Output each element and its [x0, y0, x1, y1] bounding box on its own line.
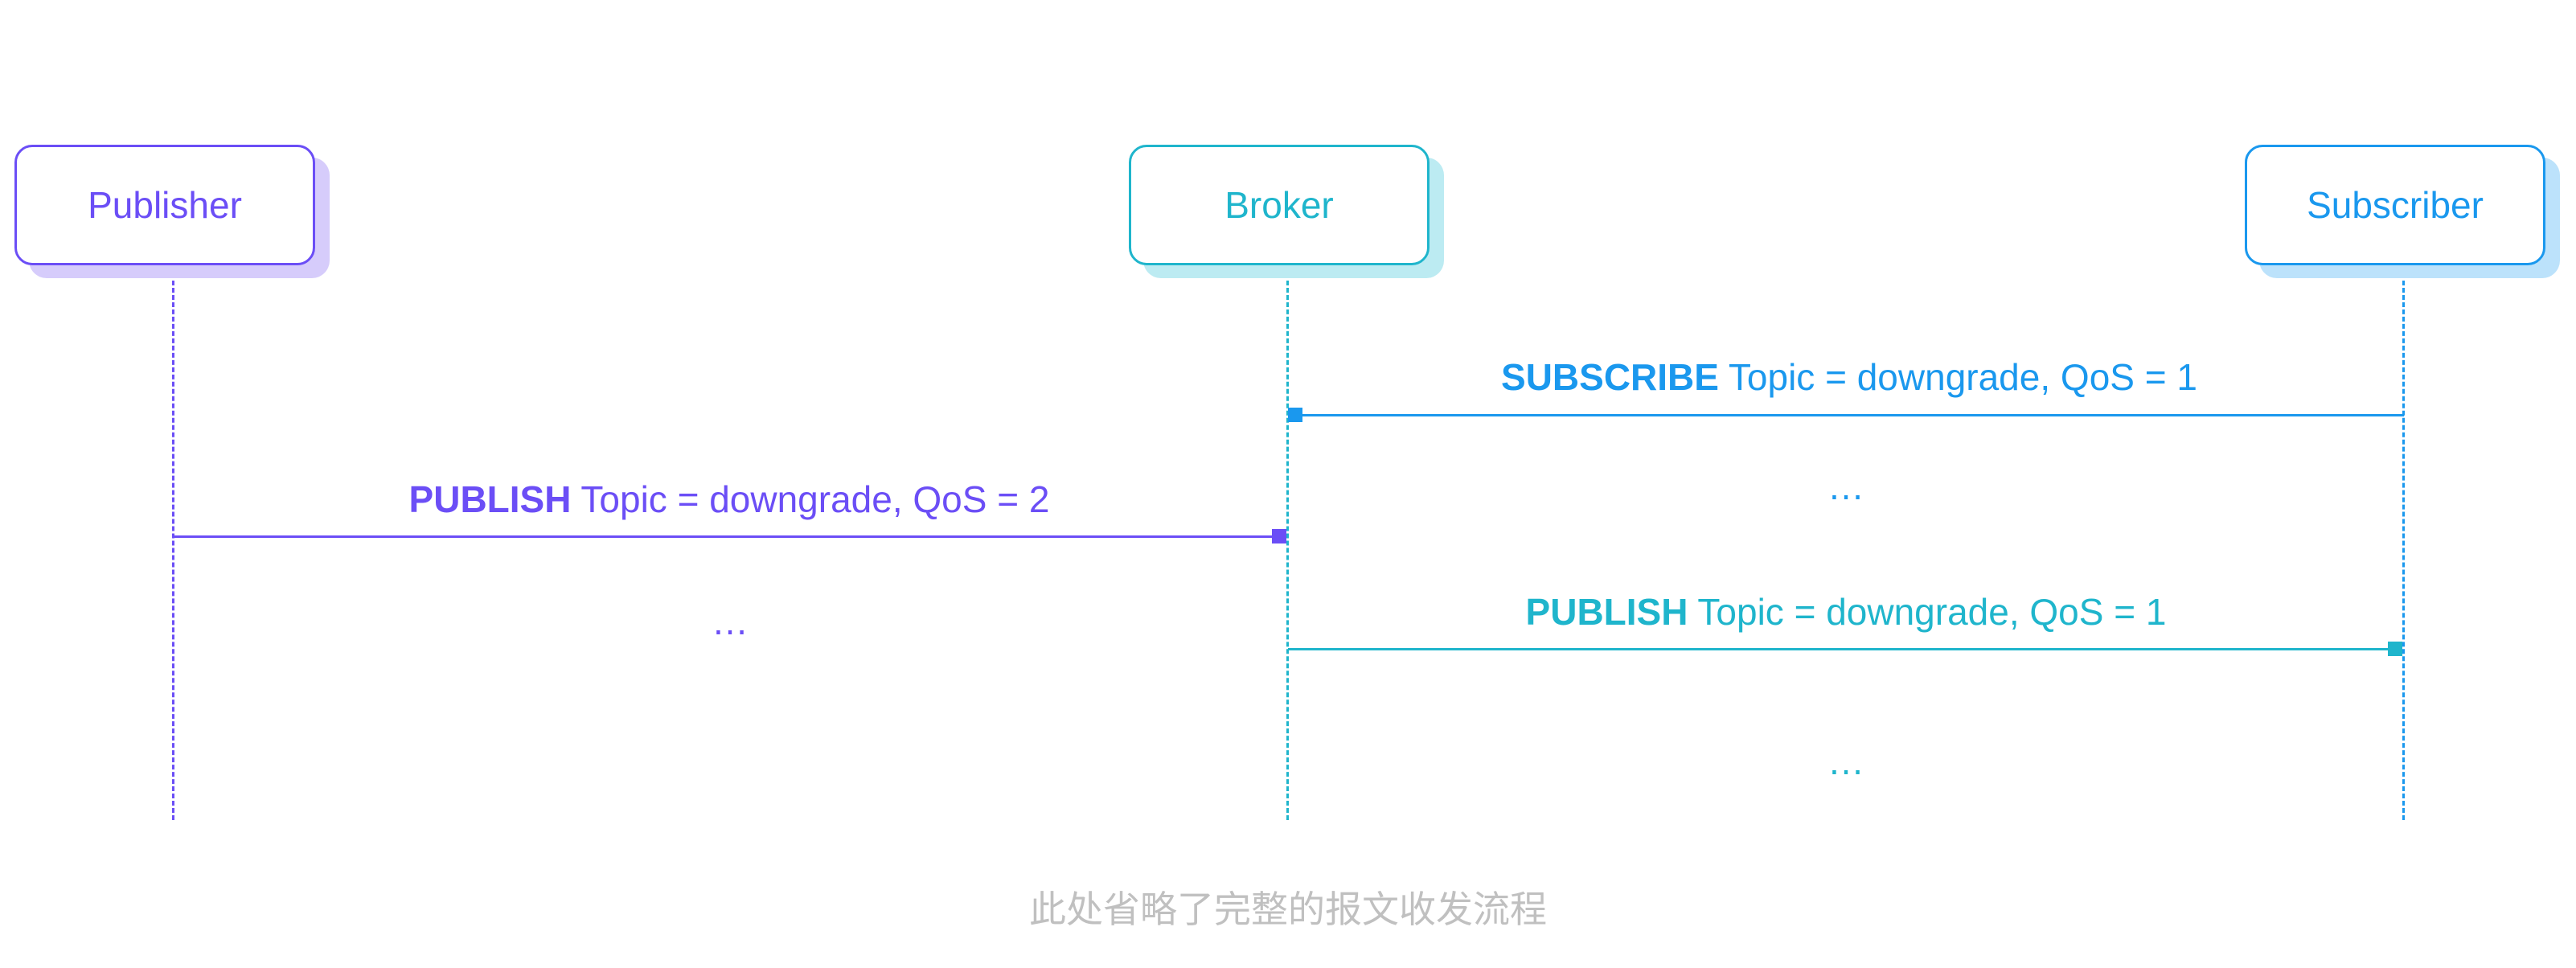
publish-out-params: Topic = downgrade, QoS = 1: [1688, 591, 2167, 633]
publisher-label: Publisher: [88, 184, 242, 226]
publish-out-arrowhead: [2388, 642, 2402, 656]
subscribe-params: Topic = downgrade, QoS = 1: [1718, 356, 2197, 398]
subscriber-label: Subscriber: [2307, 184, 2484, 226]
broker-box: Broker: [1129, 145, 1430, 265]
publish-in-message-label: PUBLISH Topic = downgrade, QoS = 2: [409, 478, 1050, 521]
publish-in-arrow-line: [174, 535, 1272, 538]
subscribe-arrow-line: [1302, 414, 2404, 416]
subscriber-box: Subscriber: [2245, 145, 2545, 265]
subscribe-arrowhead: [1288, 408, 1302, 422]
publish-in-keyword: PUBLISH: [408, 478, 572, 520]
diagram-caption: 此处省略了完整的报文收发流程: [1029, 888, 1547, 931]
subscribe-keyword: SUBSCRIBE: [1501, 356, 1719, 398]
publish-out-arrow-line: [1288, 648, 2388, 650]
ellipsis-publisher-broker: …: [712, 601, 749, 642]
publisher-lifeline: [172, 273, 174, 820]
publish-out-keyword: PUBLISH: [1525, 591, 1688, 633]
subscriber-lifeline: [2402, 273, 2405, 820]
broker-label: Broker: [1224, 184, 1334, 226]
broker-lifeline: [1286, 273, 1289, 820]
publish-out-message-label: PUBLISH Topic = downgrade, QoS = 1: [1526, 590, 2167, 634]
publish-in-params: Topic = downgrade, QoS = 2: [571, 478, 1050, 520]
publisher-box: Publisher: [14, 145, 315, 265]
publish-in-arrowhead: [1272, 529, 1286, 543]
ellipsis-broker-subscriber-lower: …: [1827, 740, 1864, 782]
subscribe-message-label: SUBSCRIBE Topic = downgrade, QoS = 1: [1501, 355, 2197, 399]
ellipsis-broker-subscriber-upper: …: [1827, 466, 1864, 507]
